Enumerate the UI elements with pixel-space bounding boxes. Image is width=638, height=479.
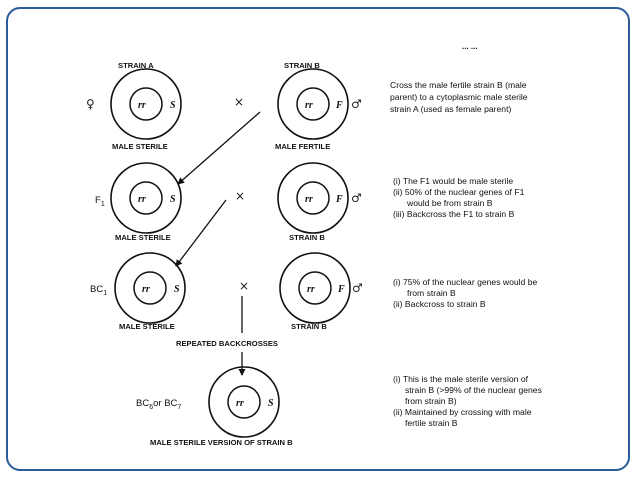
nuclear-genotype: rr — [307, 284, 315, 295]
slide-frame — [6, 7, 630, 471]
strain-b-title: STRAIN B — [284, 61, 320, 70]
note-line: from strain B — [407, 288, 456, 298]
nuclear-genotype: rr — [142, 284, 150, 295]
label-strain-b: STRAIN B — [289, 233, 325, 242]
note-line: (ii) Backcross to strain B — [393, 299, 486, 309]
note-line: strain B (>99% of the nuclear genes — [405, 385, 542, 395]
cross-arrow-2 — [175, 199, 227, 267]
cytoplasm-s: S — [170, 194, 176, 205]
cell-strain-b-3: rr F — [279, 252, 351, 324]
cytoplasm-f: F — [335, 194, 343, 205]
cytoplasm-f: F — [335, 100, 343, 111]
nuclear-genotype: rr — [305, 100, 313, 111]
note-line: (ii) Maintained by crossing with male — [393, 407, 532, 417]
note-line: fertile strain B — [405, 418, 458, 428]
note-step4: (i) This is the male sterile version of … — [393, 374, 542, 428]
label-male-sterile: MALE STERILE — [119, 322, 175, 331]
note-line: strain A (used as female parent) — [390, 104, 511, 114]
strain-a-title: STRAIN A — [118, 61, 154, 70]
note-line: (i) This is the male sterile version of — [393, 374, 529, 384]
cross-symbol-icon: × — [239, 279, 249, 293]
note-step2: (i) The F1 would be male sterile (ii) 50… — [393, 176, 525, 219]
note-line: from strain B) — [405, 396, 457, 406]
note-line: (iii) Backcross the F1 to strain B — [393, 209, 515, 219]
cell-bc1: rr S — [114, 252, 186, 324]
cytoplasm-s: S — [170, 100, 176, 111]
note-line: parent) to a cytoplasmic male sterile — [390, 92, 528, 102]
note-line: (i) The F1 would be male sterile — [393, 176, 513, 186]
female-symbol-icon: ♀ — [86, 97, 95, 111]
male-symbol-icon: ♂ — [351, 97, 362, 111]
generation-f1: F1 — [95, 195, 105, 208]
label-male-sterile: MALE STERILE — [112, 142, 168, 151]
note-line: (i) 75% of the nuclear genes would be — [393, 277, 537, 287]
cell-f1: rr S — [110, 162, 182, 234]
cytoplasm-f: F — [337, 284, 345, 295]
cell-final: rr S — [208, 366, 280, 438]
cytoplasm-s: S — [268, 398, 274, 409]
cytoplasm-s: S — [174, 284, 180, 295]
label-male-fertile: MALE FERTILE — [275, 142, 330, 151]
male-symbol-icon: ♂ — [351, 191, 362, 205]
male-symbol-icon: ♂ — [352, 281, 363, 295]
corner-scan-text: ... ... — [462, 42, 478, 51]
final-label: MALE STERILE VERSION OF STRAIN B — [150, 438, 293, 447]
cross-symbol-icon: × — [235, 189, 245, 203]
note-step3: (i) 75% of the nuclear genes would be fr… — [393, 277, 537, 309]
nuclear-genotype: rr — [138, 194, 146, 205]
cell-strain-b-2: rr F — [277, 162, 349, 234]
nuclear-genotype: rr — [305, 194, 313, 205]
cross-arrow-1 — [177, 111, 261, 185]
generation-bc1: BC1 — [90, 284, 107, 297]
note-line: (ii) 50% of the nuclear genes of F1 — [393, 187, 525, 197]
repeated-backcrosses-label: REPEATED BACKCROSSES — [176, 339, 278, 348]
label-strain-b: STRAIN B — [291, 322, 327, 331]
generation-bc6-bc7: BC6or BC7 — [136, 398, 181, 411]
cell-strain-a: rr S — [110, 68, 182, 140]
nuclear-genotype: rr — [236, 398, 244, 409]
cell-strain-b: rr F — [277, 68, 349, 140]
note-step1: Cross the male fertile strain B (male pa… — [390, 80, 528, 114]
note-line: Cross the male fertile strain B (male — [390, 80, 527, 90]
nuclear-genotype: rr — [138, 100, 146, 111]
cross-symbol-icon: × — [234, 95, 244, 109]
note-line: would be from strain B — [406, 198, 493, 208]
label-male-sterile: MALE STERILE — [115, 233, 171, 242]
